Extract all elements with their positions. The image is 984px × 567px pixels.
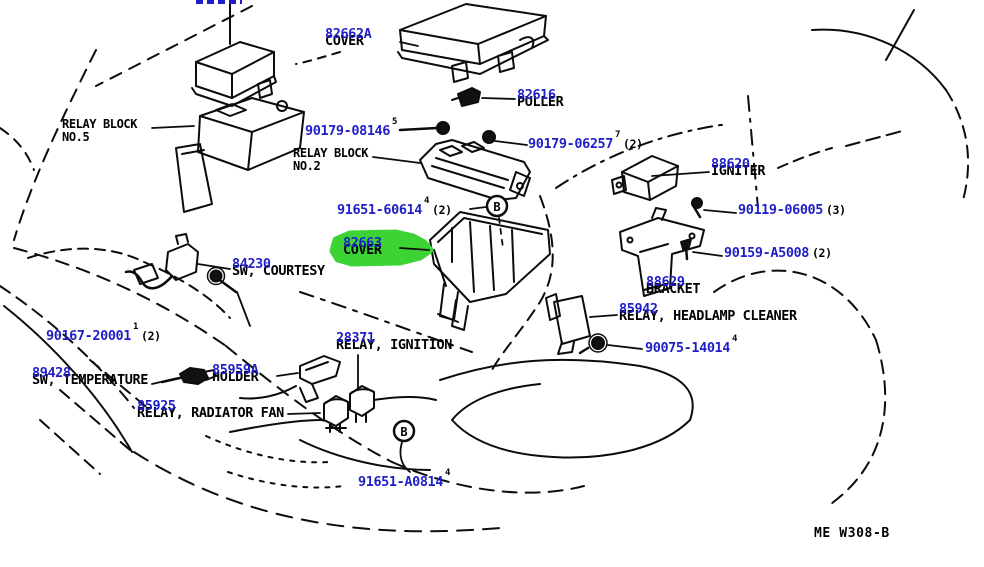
ref-number: 4: [424, 196, 430, 206]
part-link-84230[interactable]: 84230: [232, 256, 271, 272]
label-84230: 84230 SW, COURTESY: [232, 256, 325, 279]
fuse-box-cover-art: [397, 3, 549, 83]
part-link-89428[interactable]: 89428: [32, 365, 71, 381]
part-desc: COVER: [343, 241, 382, 258]
part-desc: RELAY, HEADLAMP CLEANER: [619, 307, 797, 324]
part-link-85925[interactable]: 85925: [137, 398, 176, 414]
bracket-88629-art: [619, 207, 705, 297]
label-90119-06005: 90119-06005(3): [738, 202, 846, 218]
label-90159-a5008: 90159-A5008(2): [724, 245, 832, 261]
label-85942: 85942 RELAY, HEADLAMP CLEANER: [619, 301, 797, 324]
label-90179-08146: 90179-081465: [305, 118, 397, 139]
caption-line: NO.5: [62, 130, 90, 145]
caption-line: RELAY BLOCK: [293, 146, 369, 160]
relays-art: [323, 385, 375, 433]
ref-number: 4: [732, 334, 738, 344]
part-desc: HOLDER: [212, 368, 259, 385]
part-link-85959a[interactable]: 85959A: [212, 362, 259, 378]
part-desc: IGNITER: [711, 162, 766, 179]
callout-letter: B: [493, 200, 500, 214]
quantity: (3): [826, 203, 846, 217]
relay-block-5-art: [175, 41, 305, 213]
quantity: (2): [141, 328, 161, 343]
label-82663-highlighted: 82663 COVER: [343, 235, 382, 258]
ref-number: 7: [615, 130, 621, 140]
quantity: (2): [623, 136, 643, 151]
screw-a5008-art: [680, 238, 692, 261]
highlight-82663: [329, 229, 434, 267]
label-90075-14014: 90075-140144: [645, 335, 737, 356]
parts-art: [124, 3, 705, 433]
part-desc: COVER: [325, 32, 364, 49]
quantity: (2): [812, 246, 832, 260]
label-82616: 82616 PULLER: [517, 87, 564, 110]
part-link-82616[interactable]: 82616: [517, 87, 556, 103]
part-link-91651-60614[interactable]: 91651-60614: [337, 201, 423, 218]
quantity: (2): [432, 202, 452, 217]
part-desc: PULLER: [517, 93, 564, 110]
part-link-85942[interactable]: 85942: [619, 301, 658, 317]
part-desc: BRACKET: [646, 280, 701, 297]
drawing-code: ME W308-B: [814, 526, 890, 541]
puller-art: [451, 87, 481, 107]
part-link-90075-14014[interactable]: 90075-14014: [645, 339, 731, 356]
part-link-88629[interactable]: 88629: [646, 274, 685, 290]
part-desc: SW, COURTESY: [232, 262, 325, 279]
bolt-14014-art: [578, 333, 608, 355]
courtesy-switch-art: [124, 233, 199, 290]
callout-letter: B: [400, 425, 407, 439]
screw-06005-art: [691, 197, 703, 219]
label-90167-20001: 90167-200011(2): [46, 323, 161, 344]
ref-number: 1: [133, 322, 139, 332]
label-90179-06257: 90179-062577(2): [528, 131, 643, 152]
part-link-90119-06005[interactable]: 90119-06005: [738, 202, 824, 218]
temp-switch-art: [160, 367, 217, 385]
cover-82663-art: [429, 211, 551, 331]
clipped-label-fragment[interactable]: [196, 0, 242, 4]
label-91651-a0814: 91651-A08144: [358, 469, 450, 490]
label-89428: 89428 SW, TEMPERATURE: [32, 365, 148, 388]
caption-line: NO.2: [293, 159, 321, 174]
label-88620: 88620 IGNITER: [711, 156, 766, 179]
part-link-82662a[interactable]: 82662A: [325, 26, 372, 42]
holder-art: [299, 355, 341, 403]
part-desc: SW, TEMPERATURE: [32, 371, 148, 388]
part-link-90179-08146[interactable]: 90179-08146: [305, 122, 391, 139]
leader-lines: [151, 41, 737, 473]
callout-b2: B: [392, 419, 416, 443]
callout-b1: B: [485, 194, 509, 218]
car-outline: [0, 1, 970, 533]
relay-85942-art: [545, 293, 591, 355]
ref-number: 5: [392, 117, 398, 127]
part-desc: RELAY, RADIATOR FAN: [137, 404, 284, 421]
bolt-06257-art: [482, 130, 496, 144]
part-link-82663[interactable]: 82663: [343, 235, 382, 251]
caption-relay-block-2: RELAY BLOCK NO.2: [293, 146, 369, 174]
part-link-28371[interactable]: 28371: [336, 330, 375, 346]
label-28371: 28371 RELAY, IGNITION: [336, 330, 452, 353]
label-88629: 88629 BRACKET: [646, 274, 701, 297]
label-85925: 85925 RELAY, RADIATOR FAN: [137, 398, 284, 421]
part-desc: RELAY, IGNITION: [336, 336, 452, 353]
label-82662a: 82662A COVER: [325, 26, 372, 49]
caption-line: RELAY BLOCK: [62, 117, 138, 131]
igniter-art: [611, 155, 679, 201]
part-link-91651-a0814[interactable]: 91651-A0814: [358, 473, 444, 490]
part-link-90167-20001[interactable]: 90167-20001: [46, 327, 132, 344]
part-link-90179-06257[interactable]: 90179-06257: [528, 135, 614, 152]
part-link-88620[interactable]: 88620: [711, 156, 750, 172]
label-85959a: 85959A HOLDER: [212, 362, 259, 385]
bolt-08146-art: [398, 121, 450, 135]
relay-block-2-art: [419, 139, 531, 201]
ref-number: 4: [445, 468, 451, 478]
caption-relay-block-5: RELAY BLOCK NO.5: [62, 117, 138, 145]
part-link-90159-a5008[interactable]: 90159-A5008: [724, 245, 810, 261]
label-91651-60614: 91651-606144(2): [337, 197, 452, 218]
